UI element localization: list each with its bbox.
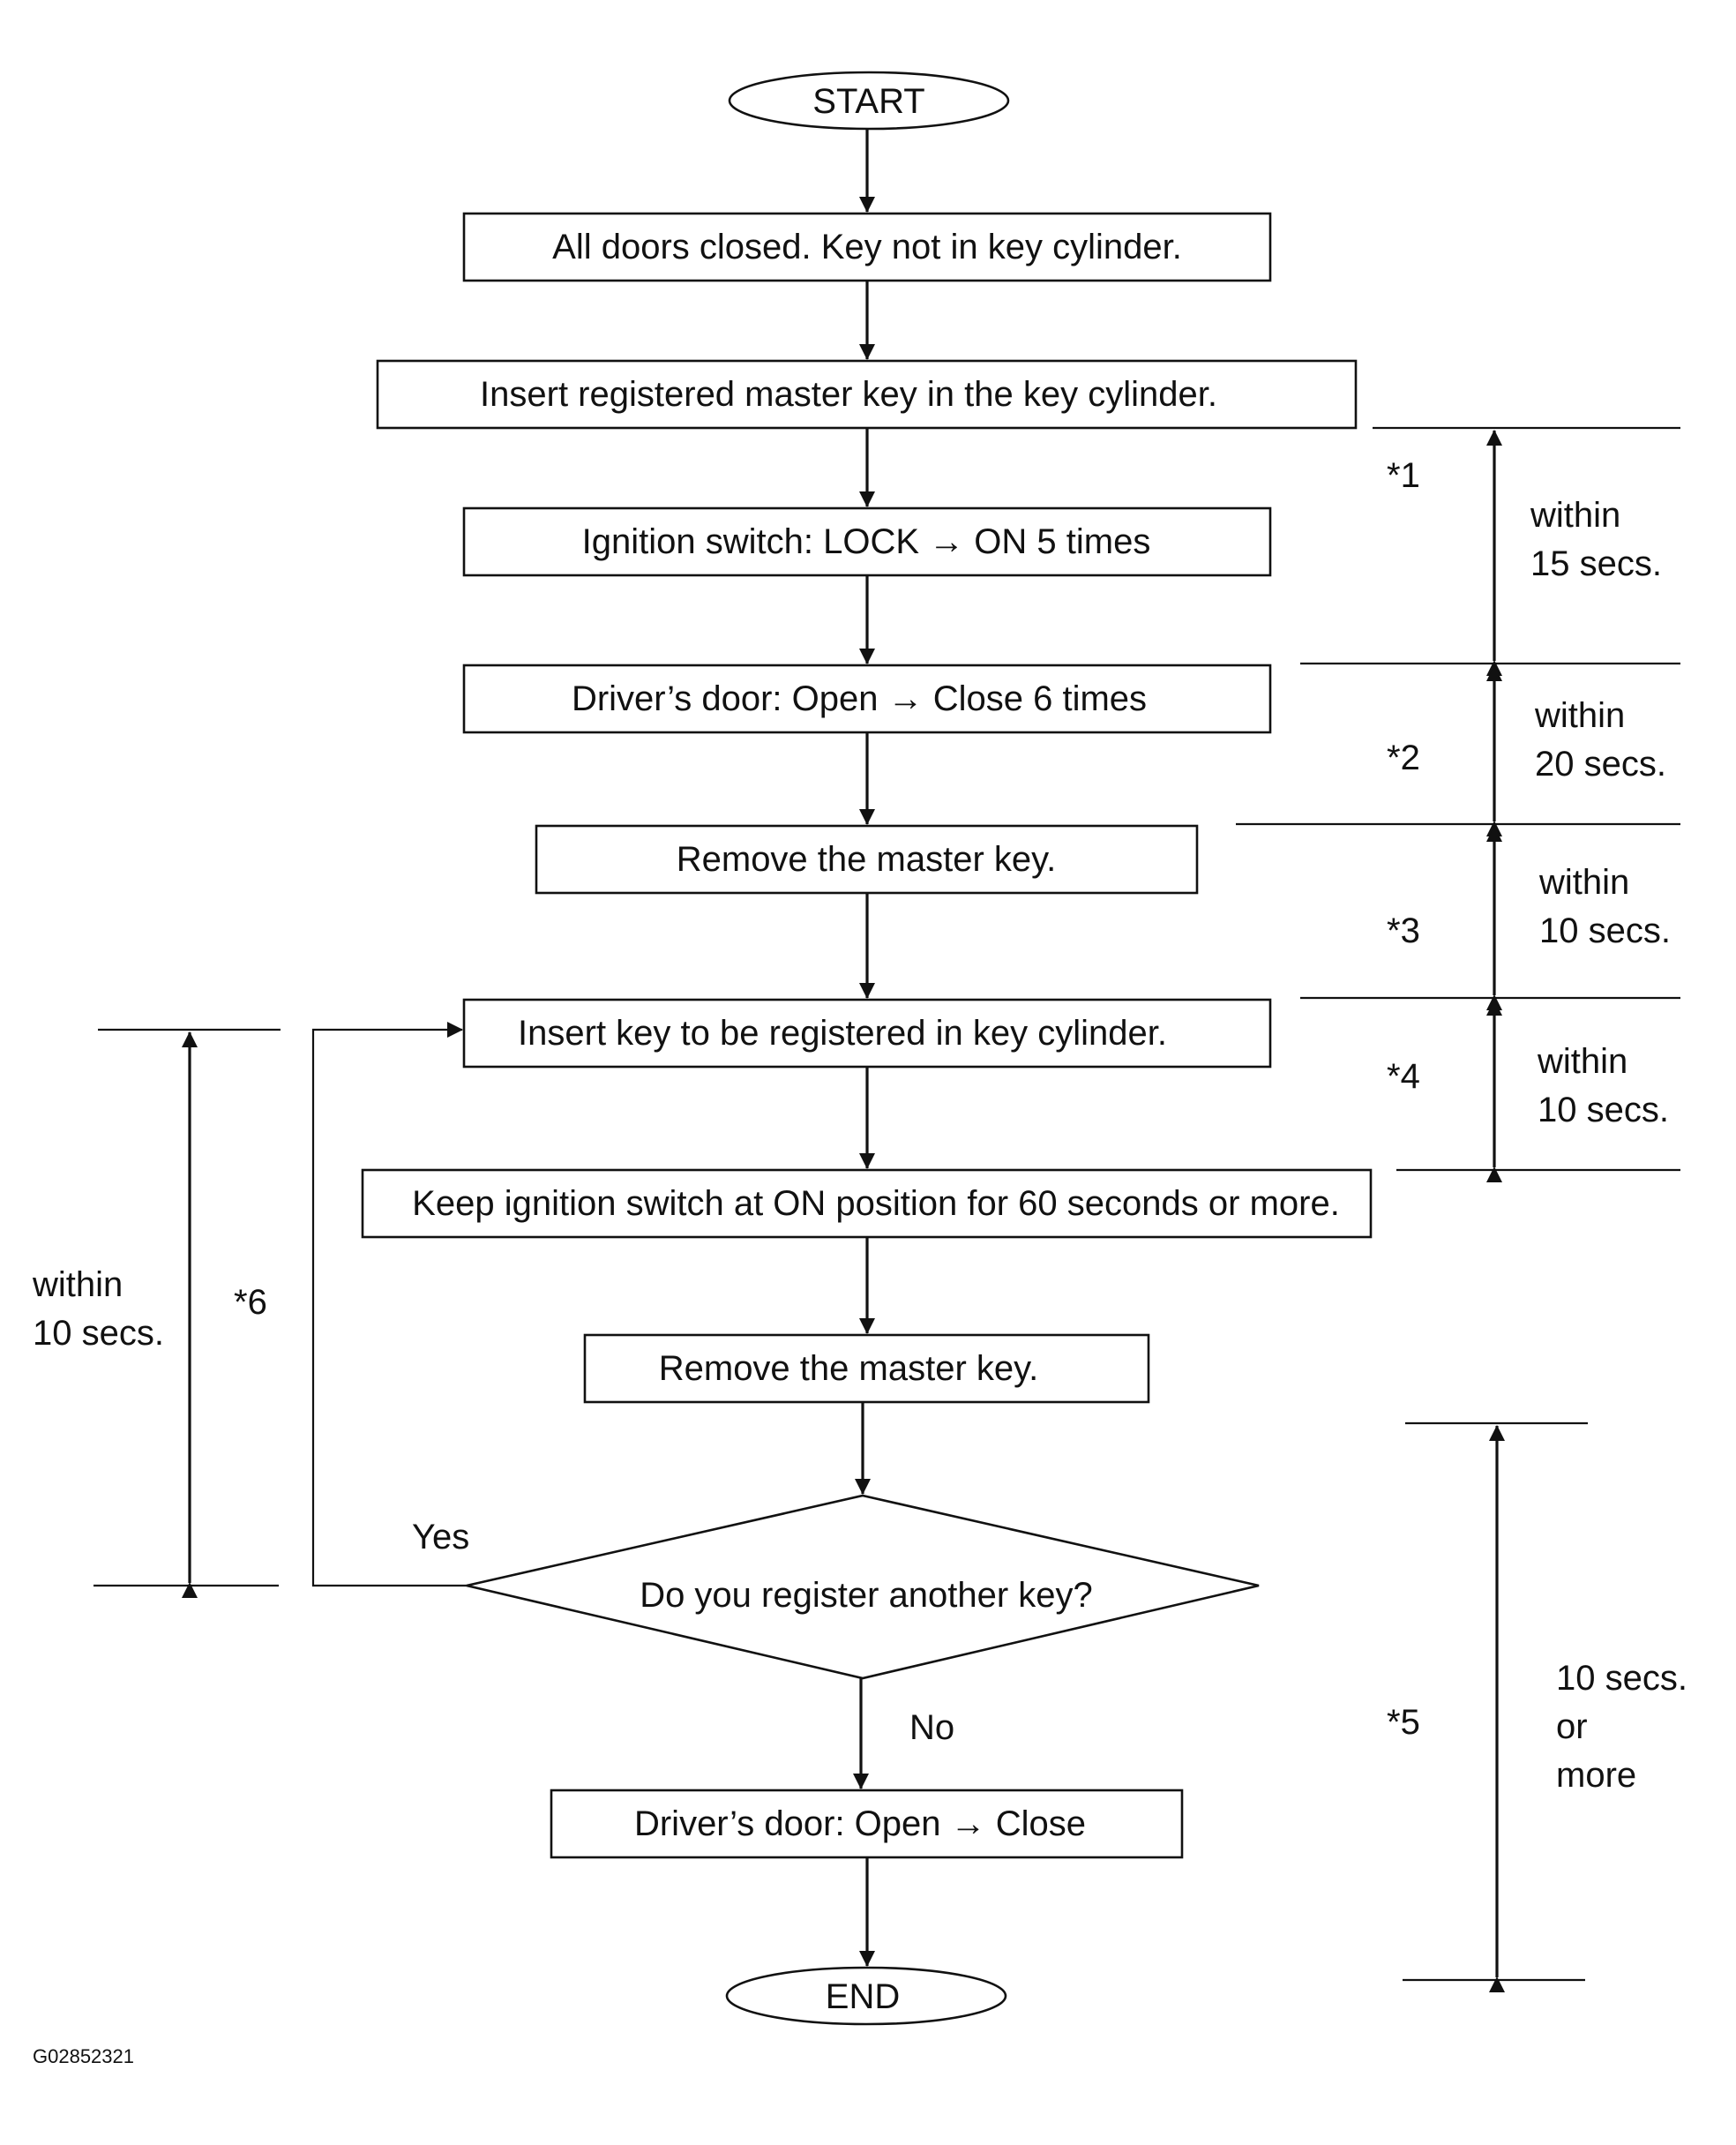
interval-line3: more — [1556, 1756, 1636, 1795]
interval-mark: *4 — [1387, 1057, 1420, 1096]
interval-line1: within — [1530, 496, 1620, 535]
interval-line1: within — [1538, 863, 1629, 902]
interval-6: *6 within 10 secs. — [32, 1028, 281, 1598]
step-insert-new-key: Insert key to be registered in key cylin… — [462, 998, 1272, 1069]
interval-line2: 10 secs. — [1538, 1091, 1669, 1129]
step-all-doors-closed: All doors closed. Key not in key cylinde… — [462, 212, 1272, 282]
step-ignition-lock-on: Ignition switch: LOCK → ON 5 times — [462, 506, 1272, 577]
interval-1: *1 within 15 secs. — [1387, 456, 1662, 583]
decision-no-label: No — [909, 1708, 954, 1747]
end-terminal: END — [725, 1966, 1007, 2026]
interval-line2: 15 secs. — [1530, 544, 1662, 583]
step-text: Remove the master key. — [659, 1349, 1039, 1388]
step-text: Remove the master key. — [677, 840, 1057, 879]
interval-mark: *1 — [1387, 456, 1420, 495]
start-terminal: START — [728, 71, 1010, 131]
step-remove-master-key-2: Remove the master key. — [583, 1333, 1150, 1404]
step-text: Ignition switch: LOCK → ON 5 times — [582, 522, 1151, 561]
yes-loop-arrow — [311, 1022, 467, 1587]
interval-line2: 20 secs. — [1535, 745, 1666, 784]
interval-2: *2 within 20 secs. — [1387, 696, 1666, 784]
end-label: END — [826, 1977, 900, 2016]
step-text: Keep ignition switch at ON position for … — [412, 1184, 1340, 1223]
step-remove-master-key-1: Remove the master key. — [535, 824, 1199, 895]
interval-5: *5 10 secs. or more — [1387, 1659, 1687, 1795]
step-insert-master-key: Insert registered master key in the key … — [376, 359, 1358, 430]
interval-line1: within — [32, 1265, 123, 1304]
interval-mark: *5 — [1387, 1703, 1420, 1742]
interval-line2: 10 secs. — [33, 1314, 164, 1353]
decision-question: Do you register another key? — [640, 1576, 1093, 1615]
interval-line1: within — [1534, 696, 1625, 735]
step-door-open-close-6: Driver’s door: Open → Close 6 times — [462, 664, 1272, 734]
interval-3: *3 within 10 secs. — [1387, 863, 1671, 950]
interval-mark: *2 — [1387, 739, 1420, 777]
step-text: All doors closed. Key not in key cylinde… — [552, 228, 1182, 266]
flow-arrows — [311, 129, 875, 1967]
step-door-open-close: Driver’s door: Open → Close — [550, 1789, 1184, 1859]
interval-line2: 10 secs. — [1539, 911, 1671, 950]
step-text: Driver’s door: Open → Close 6 times — [572, 679, 1147, 718]
step-text: Driver’s door: Open → Close — [634, 1804, 1086, 1843]
start-label: START — [812, 82, 924, 121]
decision-register-another-key: Do you register another key? — [466, 1494, 1260, 1680]
interval-guides-right — [1236, 426, 1680, 1992]
interval-line2: or — [1556, 1707, 1588, 1746]
figure-code: G02852321 — [33, 2045, 134, 2067]
step-text: Insert key to be registered in key cylin… — [518, 1014, 1167, 1053]
step-keep-ignition-on: Keep ignition switch at ON position for … — [361, 1168, 1373, 1239]
step-text: Insert registered master key in the key … — [480, 375, 1217, 414]
interval-line1: 10 secs. — [1556, 1659, 1687, 1698]
interval-mark: *3 — [1387, 911, 1420, 950]
interval-mark: *6 — [234, 1283, 267, 1322]
interval-line1: within — [1537, 1042, 1628, 1081]
interval-4: *4 within 10 secs. — [1387, 1042, 1669, 1129]
decision-yes-label: Yes — [412, 1518, 469, 1556]
